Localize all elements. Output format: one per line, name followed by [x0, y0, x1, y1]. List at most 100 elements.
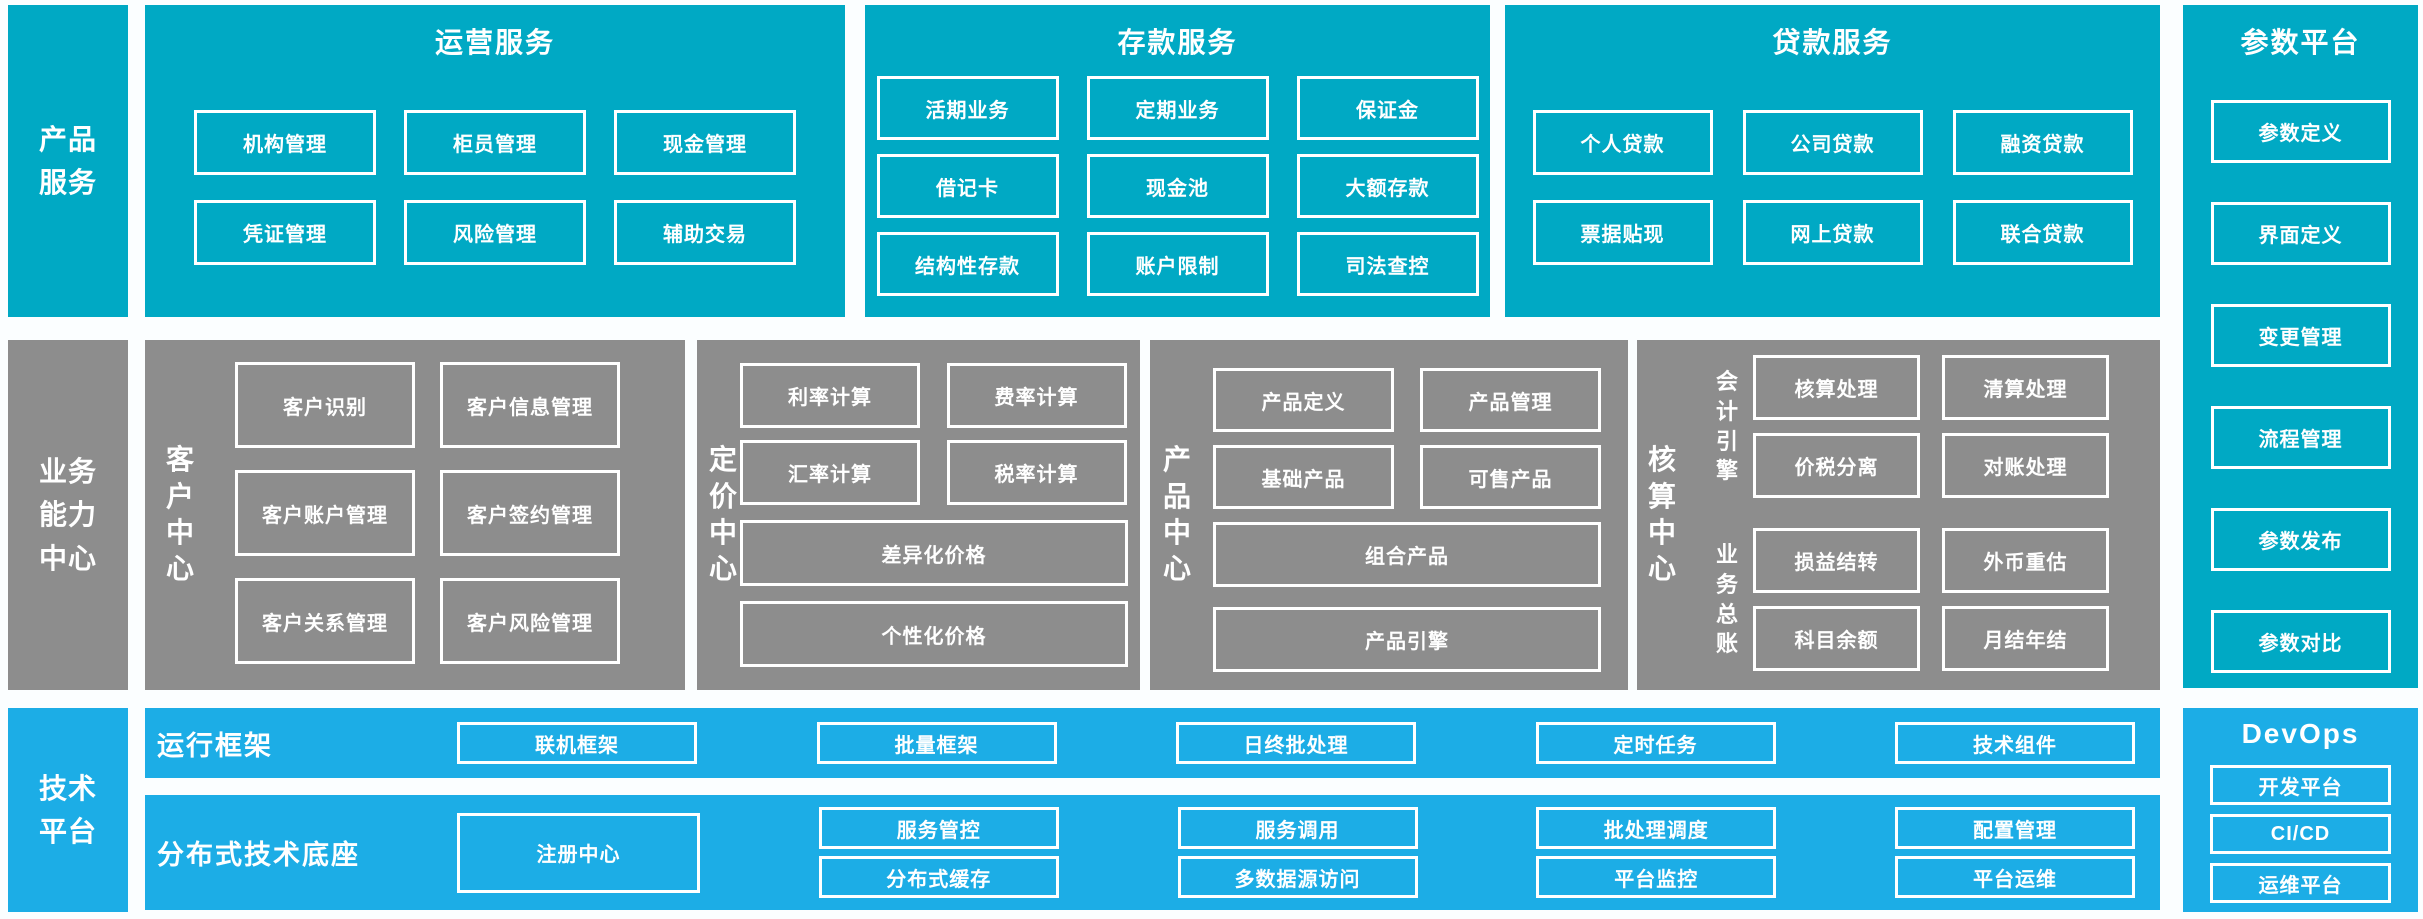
block-accounting-center: 核算中心 会计引擎 核算处理清算处理价税分离对账处理 业务总账 损益结转外币重估…	[1637, 340, 2160, 690]
block-customer-center: 客户中心 客户识别客户信息管理客户账户管理客户签约管理客户关系管理客户风险管理	[145, 340, 685, 690]
distributed-box: 分布式缓存	[818, 856, 1059, 898]
sidebar-technology-platform: 技术平台	[8, 708, 128, 912]
runtime-framework-label: 运行框架	[157, 730, 273, 761]
sidebar-business-capability-label: 业务能力中心	[38, 455, 97, 574]
distributed-column-3: 批处理调度平台监控	[1536, 807, 1777, 898]
customer-capability-box: 客户风险管理	[440, 578, 620, 664]
loan-service-box: 联合贷款	[1952, 200, 2133, 265]
distributed-column-4: 配置管理平台运维	[1895, 807, 2135, 898]
group-business-ledger: 业务总账 损益结转外币重估科目余额月结年结	[1705, 528, 2109, 671]
deposit-row-3: 结构性存款账户限制司法查控	[865, 232, 1490, 296]
accounting-center-groups: 会计引擎 核算处理清算处理价税分离对账处理 业务总账 损益结转外币重估科目余额月…	[1705, 355, 2109, 690]
product-center-content: 产品定义产品管理基础产品可售产品 组合产品产品引擎	[1213, 340, 1601, 690]
pricing-center-wide-items: 差异化价格个性化价格	[740, 520, 1128, 667]
operations-service-box: 现金管理	[614, 110, 796, 175]
loan-service-box: 网上贷款	[1742, 200, 1923, 265]
operations-services-title: 运营服务	[434, 27, 555, 58]
operations-service-box: 机构管理	[194, 110, 376, 175]
parameter-box: 参数对比	[2210, 610, 2391, 673]
product-center-label: 产品中心	[1162, 444, 1191, 585]
product-capability-box: 基础产品	[1213, 445, 1394, 509]
devops-title: DevOps	[2241, 718, 2360, 749]
group-accounting-engine: 会计引擎 核算处理清算处理价税分离对账处理	[1705, 355, 2109, 498]
runtime-box: 联机框架	[457, 722, 697, 764]
row-runtime-framework: 运行框架 联机框架 批量框架 日终批处理 定时任务 技术组件	[145, 708, 2160, 778]
runtime-framework-items: 联机框架 批量框架 日终批处理 定时任务 技术组件	[457, 722, 2135, 764]
accounting-center-label: 核算中心	[1647, 444, 1676, 585]
runtime-box: 日终批处理	[1176, 722, 1416, 764]
pricing-center-label: 定价中心	[708, 444, 737, 585]
parameter-platform-items: 参数定义界面定义变更管理流程管理参数发布参数对比	[2183, 100, 2418, 673]
deposit-service-box: 保证金	[1296, 76, 1479, 140]
runtime-box: 技术组件	[1895, 722, 2135, 764]
runtime-box: 定时任务	[1535, 722, 1776, 764]
product-capability-box-wide: 组合产品	[1213, 522, 1601, 587]
devops-box: CI/CD	[2210, 814, 2391, 854]
pricing-capability-box: 利率计算	[740, 363, 920, 428]
distributed-tech-base-items: 注册中心 服务管控分布式缓存 服务调用多数据源访问 批处理调度平台监控 配置管理…	[457, 807, 2135, 898]
block-product-center: 产品中心 产品定义产品管理基础产品可售产品 组合产品产品引擎	[1150, 340, 1628, 690]
deposit-service-box: 定期业务	[1086, 76, 1269, 140]
product-capability-box: 可售产品	[1420, 445, 1601, 509]
row-distributed-tech-base: 分布式技术底座 注册中心 服务管控分布式缓存 服务调用多数据源访问 批处理调度平…	[145, 795, 2160, 910]
customer-capability-box: 客户签约管理	[440, 470, 620, 556]
parameter-box: 变更管理	[2210, 304, 2391, 367]
distributed-box: 平台运维	[1895, 856, 2135, 898]
deposit-service-box: 现金池	[1086, 154, 1269, 218]
operations-row-2: 凭证管理风险管理辅助交易	[145, 200, 845, 265]
accounting-capability-box: 月结年结	[1942, 606, 2109, 671]
pricing-center-items: 利率计算费率计算汇率计算税率计算	[740, 363, 1128, 505]
operations-service-box: 柜员管理	[404, 110, 586, 175]
customer-capability-box: 客户关系管理	[235, 578, 415, 664]
loan-service-box: 公司贷款	[1742, 110, 1923, 175]
accounting-capability-box: 损益结转	[1753, 528, 1920, 593]
loan-row-1: 个人贷款公司贷款融资贷款	[1505, 110, 2160, 175]
accounting-capability-box: 科目余额	[1753, 606, 1920, 671]
pricing-capability-box-wide: 差异化价格	[740, 520, 1128, 586]
accounting-engine-label: 会计引擎	[1715, 369, 1738, 484]
distributed-box: 批处理调度	[1536, 807, 1777, 849]
distributed-tech-base-label: 分布式技术底座	[157, 840, 360, 870]
distributed-column-1: 服务管控分布式缓存	[818, 807, 1059, 898]
product-center-items: 产品定义产品管理基础产品可售产品	[1213, 368, 1601, 509]
operations-row-1: 机构管理柜员管理现金管理	[145, 110, 845, 175]
parameter-platform-title: 参数平台	[2240, 27, 2361, 58]
accounting-capability-box: 对账处理	[1942, 433, 2109, 498]
registry-center-box: 注册中心	[457, 812, 700, 893]
accounting-engine-items: 核算处理清算处理价税分离对账处理	[1753, 355, 2109, 498]
customer-capability-box: 客户识别	[235, 362, 415, 448]
deposit-service-box: 借记卡	[876, 154, 1059, 218]
business-ledger-items: 损益结转外币重估科目余额月结年结	[1753, 528, 2109, 671]
customer-center-label: 客户中心	[165, 444, 194, 585]
accounting-capability-box: 价税分离	[1753, 433, 1920, 498]
loan-service-box: 票据贴现	[1532, 200, 1713, 265]
pricing-center-content: 利率计算费率计算汇率计算税率计算 差异化价格个性化价格	[740, 340, 1128, 690]
operations-service-box: 风险管理	[404, 200, 586, 265]
deposit-service-box: 大额存款	[1296, 154, 1479, 218]
accounting-capability-box: 清算处理	[1942, 355, 2109, 420]
deposit-row-1: 活期业务定期业务保证金	[865, 76, 1490, 140]
parameter-box: 流程管理	[2210, 406, 2391, 469]
distributed-box: 平台监控	[1536, 856, 1777, 898]
customer-center-items: 客户识别客户信息管理客户账户管理客户签约管理客户关系管理客户风险管理	[235, 362, 620, 690]
product-capability-box-wide: 产品引擎	[1213, 607, 1601, 672]
distributed-box: 配置管理	[1895, 807, 2135, 849]
loan-services-title: 贷款服务	[1772, 27, 1893, 58]
pricing-capability-box-wide: 个性化价格	[740, 601, 1128, 667]
loan-service-box: 个人贷款	[1532, 110, 1713, 175]
customer-capability-box: 客户信息管理	[440, 362, 620, 448]
pricing-capability-box: 汇率计算	[740, 440, 920, 505]
distributed-box: 服务管控	[818, 807, 1059, 849]
panel-parameter-platform: 参数平台 参数定义界面定义变更管理流程管理参数发布参数对比	[2183, 5, 2418, 688]
distributed-column-2: 服务调用多数据源访问	[1177, 807, 1418, 898]
block-pricing-center: 定价中心 利率计算费率计算汇率计算税率计算 差异化价格个性化价格	[697, 340, 1140, 690]
parameter-box: 界面定义	[2210, 202, 2391, 265]
pricing-capability-box: 费率计算	[946, 363, 1127, 428]
parameter-box: 参数定义	[2210, 100, 2391, 163]
devops-box: 开发平台	[2210, 765, 2391, 805]
pricing-capability-box: 税率计算	[946, 440, 1127, 505]
runtime-box: 批量框架	[816, 722, 1057, 764]
